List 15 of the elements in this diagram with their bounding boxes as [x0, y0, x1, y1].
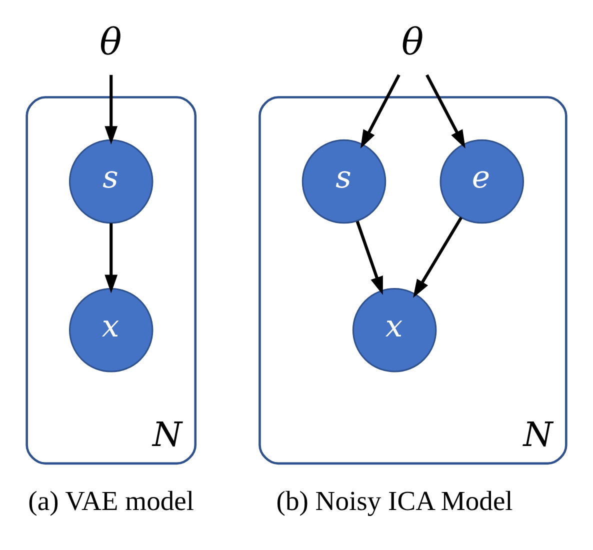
label: (b) Noisy ICA Model [276, 485, 513, 516]
node-circle: s [302, 139, 386, 224]
arrow [356, 220, 383, 296]
arrow [104, 74, 118, 144]
node-circle: s [68, 139, 154, 224]
node-circle: e [440, 139, 524, 224]
arrow [426, 74, 466, 148]
label: (a) VAE model [28, 485, 194, 516]
node-text: θ [401, 20, 424, 64]
arrow [104, 223, 118, 294]
arrow [413, 216, 462, 298]
arrow [360, 74, 400, 148]
node-circle: x [68, 288, 154, 372]
node-text: θ [100, 20, 122, 64]
node-circle: x [352, 288, 437, 372]
